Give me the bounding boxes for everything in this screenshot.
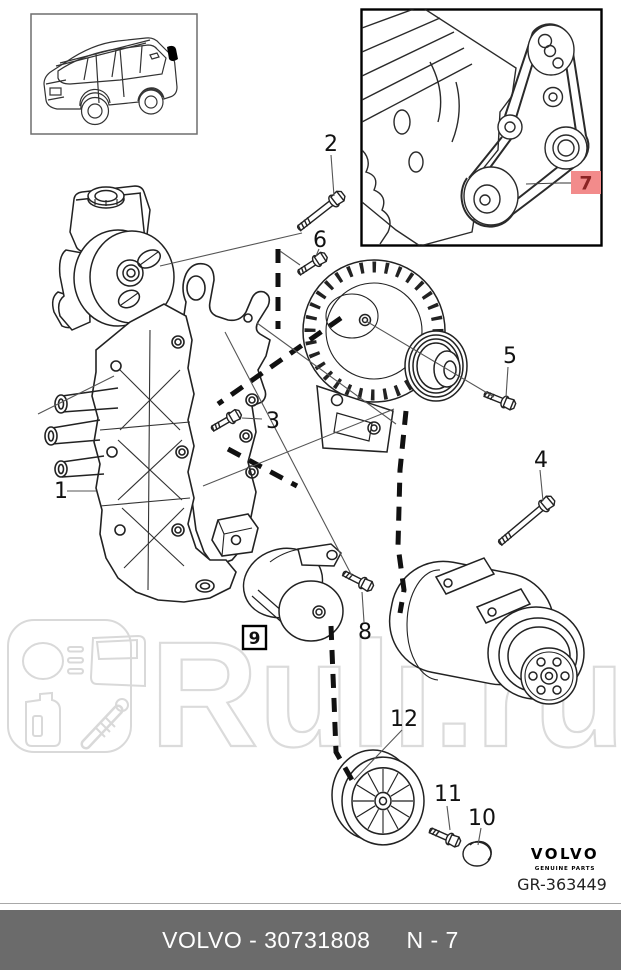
part-location-marker: [167, 45, 178, 61]
bolt-5: [481, 387, 518, 413]
callout-1: 1: [54, 479, 68, 504]
volvo-logo-text: VOLVO: [531, 845, 599, 863]
callout-8: 8: [358, 620, 372, 645]
footer-bar: VOLVO - 30731808 N - 7: [0, 910, 621, 970]
bolt-8: [339, 566, 376, 594]
callout-9: 9: [249, 629, 261, 649]
leader-lines: [37, 154, 544, 846]
car-location-inset: [30, 13, 198, 135]
assembly-dashed-lines: [216, 249, 409, 782]
callout-3: 3: [266, 409, 280, 434]
highlight-7-box[interactable]: [571, 171, 601, 194]
footer-page-ref: N - 7: [406, 926, 459, 953]
callout-4: 4: [534, 448, 548, 473]
callout-9-boxed: 9: [241, 624, 268, 651]
bolt-4: [494, 492, 558, 550]
engine-belt-inset: 7: [360, 8, 603, 247]
callout-7[interactable]: 7: [579, 173, 592, 195]
callout-6: 6: [313, 228, 327, 253]
callout-12: 12: [390, 707, 418, 732]
belt-tensioner: [242, 543, 344, 642]
bolt-6: [294, 249, 330, 279]
headlight-icon: [22, 642, 84, 680]
callout-2: 2: [324, 132, 338, 157]
callout-11: 11: [434, 782, 462, 807]
bolt-11: [426, 823, 463, 850]
footer-part-number: VOLVO - 30731808: [162, 926, 371, 953]
engine-drawing: [361, 9, 590, 246]
brand-block: VOLVO GENUINE PARTS GR-363449: [517, 845, 607, 894]
car-drawing: [43, 37, 178, 126]
callout-5: 5: [503, 344, 517, 369]
car-door-icon: [89, 634, 146, 688]
ac-compressor: [388, 557, 585, 705]
cap-10: [462, 840, 492, 867]
genuine-parts-text: GENUINE PARTS: [535, 866, 595, 872]
idler-pulley: [331, 749, 425, 846]
callout-10: 10: [468, 806, 496, 831]
shock-absorber-icon: [80, 698, 129, 750]
oil-can-icon: [25, 691, 61, 747]
exploded-parts-diagram: Ruli.ru: [0, 8, 621, 904]
drawing-code: GR-363449: [517, 875, 607, 894]
power-steering-pump: [51, 185, 175, 331]
ruli-logo-tile: [7, 619, 146, 753]
alternator: [302, 259, 468, 453]
